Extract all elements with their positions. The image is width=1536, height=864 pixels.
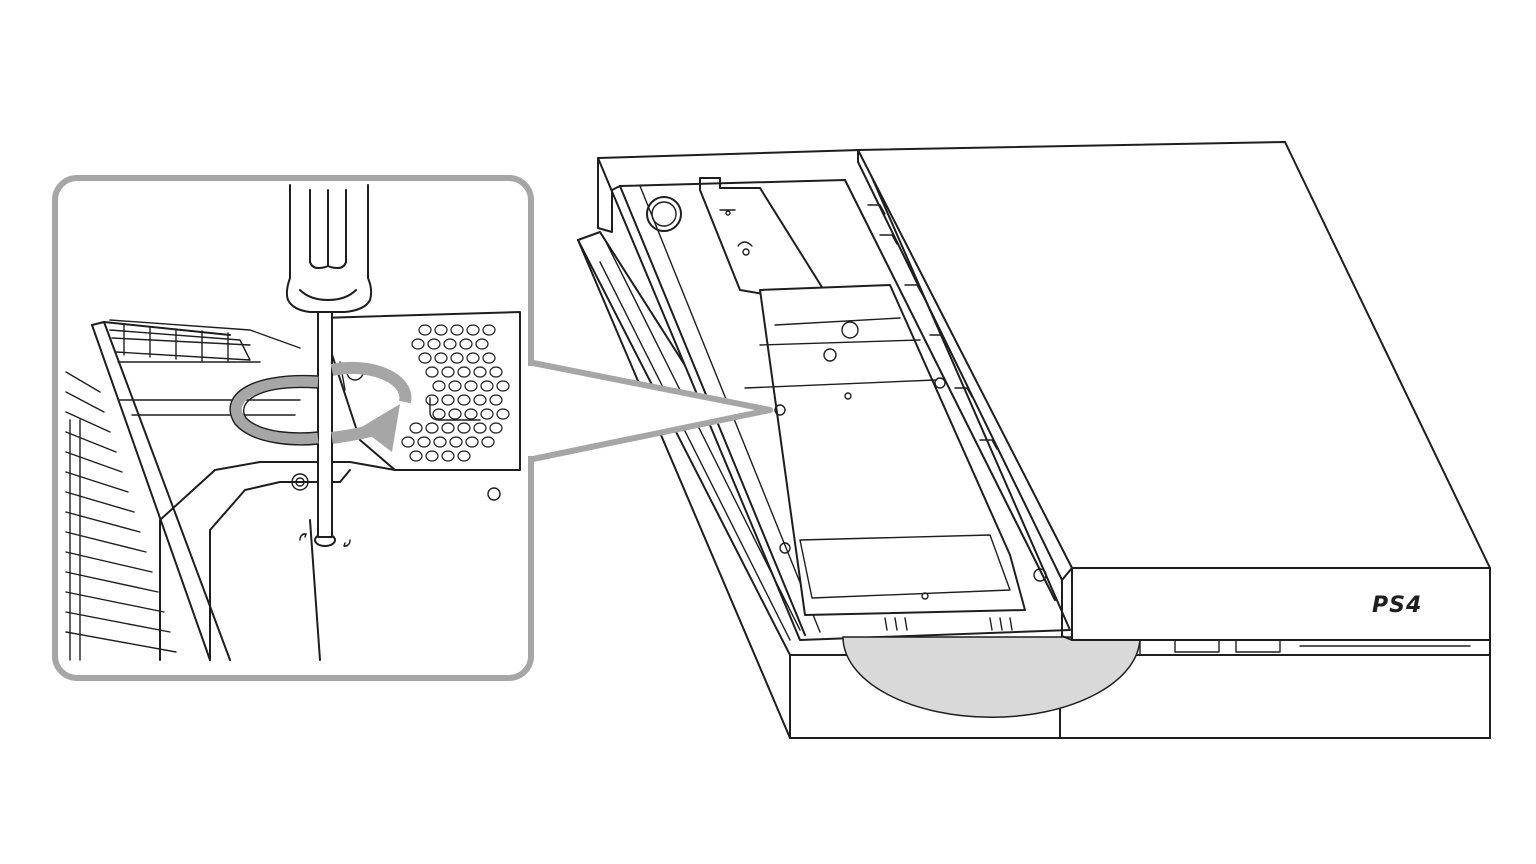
zoom-callout [52, 175, 534, 681]
console-top-cover: PS4 [857, 141, 1491, 641]
hdd-tray [759, 284, 1026, 616]
ps4-console: PS4 [577, 141, 1491, 739]
hdd-bay [597, 149, 1071, 641]
highlight-area [842, 636, 1141, 719]
ps4-logo: PS4 [1372, 593, 1422, 618]
vent-louvres [65, 371, 177, 661]
chassis-detail [65, 319, 301, 661]
rotate-arrow-icon [229, 361, 412, 452]
bracket-screw [291, 473, 309, 491]
screw-hole [646, 196, 682, 232]
tray-ridges [884, 617, 1013, 631]
screwdriver-icon [285, 184, 373, 538]
